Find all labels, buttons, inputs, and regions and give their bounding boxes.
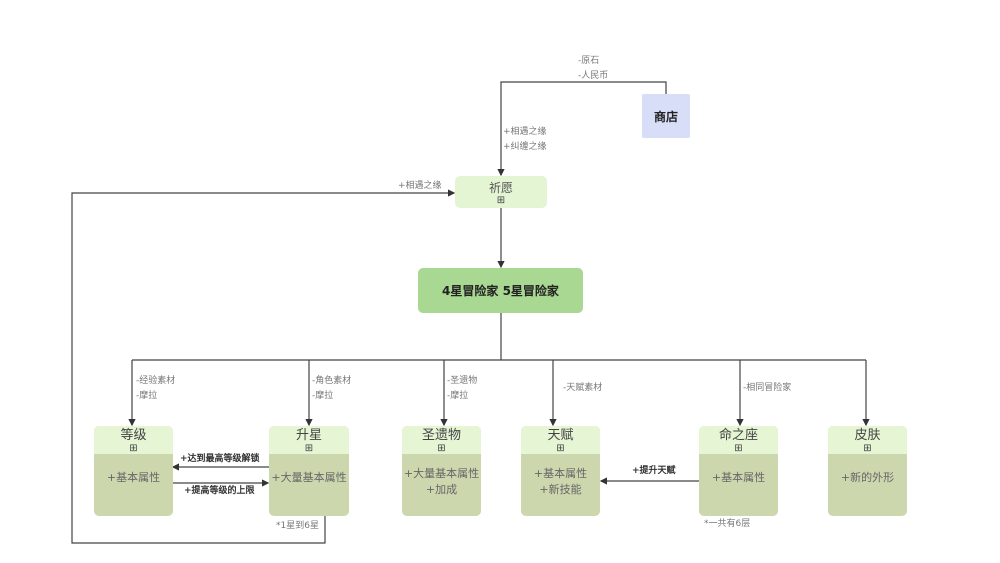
card-artifact[interactable]: 圣遗物⊞ +大量基本属性 +加成 xyxy=(402,426,481,516)
card-skin[interactable]: 皮肤⊞ +新的外形 xyxy=(828,426,907,516)
card-constellation[interactable]: 命之座⊞ +基本属性 xyxy=(699,426,778,516)
card-body-line: +新的外形 xyxy=(840,471,895,484)
expand-icon[interactable]: ⊞ xyxy=(734,443,743,454)
card-body-line: +基本属性 xyxy=(106,471,161,484)
star-edge-label-2: -摩拉 xyxy=(312,391,334,401)
expand-icon[interactable]: ⊞ xyxy=(863,443,872,454)
card-title: 天赋 xyxy=(547,428,574,443)
card-title: 等级 xyxy=(120,428,147,443)
shop-edge-label-1: -原石 xyxy=(578,56,600,66)
shop-edge-label-2: -人民币 xyxy=(578,71,609,81)
card-body-line: +新技能 xyxy=(539,483,582,496)
star-edge-label-1: -角色素材 xyxy=(312,376,352,386)
adventurer-bus xyxy=(132,313,866,361)
card-title: 升星 xyxy=(295,428,322,443)
star-loop-to-wish-edge xyxy=(71,189,456,544)
card-body-line: +基本属性 xyxy=(533,467,588,480)
adventurer-node[interactable]: 4星冒险家 5星冒险家 xyxy=(418,268,583,313)
card-body-line: +加成 xyxy=(425,483,458,496)
card-level[interactable]: 等级⊞ +基本属性 xyxy=(94,426,173,516)
shop-to-wish-edge xyxy=(497,81,667,177)
loop-label: +相遇之缘 xyxy=(398,181,442,191)
level-edge-label-1: -经验素材 xyxy=(136,376,176,386)
card-title: 皮肤 xyxy=(854,428,881,443)
raise-cap-label: +提高等级的上限 xyxy=(184,486,255,496)
constellation-edge-label: -相同冒险家 xyxy=(743,383,792,393)
card-title: 圣遗物 xyxy=(421,428,461,443)
shop-node[interactable]: 商店 xyxy=(642,94,690,138)
card-body-line: +基本属性 xyxy=(711,471,766,484)
wish-in-label-2: +纠缠之缘 xyxy=(503,142,547,152)
wish-in-label-1: +相遇之缘 xyxy=(503,127,547,137)
talent-edge-label: -天赋素材 xyxy=(563,383,603,393)
wish-label: 祈愿 xyxy=(488,180,513,195)
expand-icon[interactable]: ⊞ xyxy=(437,443,446,454)
card-title: 命之座 xyxy=(718,428,758,443)
artifact-edge-label-1: -圣遗物 xyxy=(447,376,478,386)
shop-label: 商店 xyxy=(653,109,678,124)
constellation-note: *一共有6层 xyxy=(704,519,751,529)
artifact-edge-label-2: -摩拉 xyxy=(447,391,469,401)
expand-icon[interactable]: ⊞ xyxy=(304,443,314,454)
expand-icon[interactable]: ⊞ xyxy=(556,443,565,454)
card-talent[interactable]: 天赋⊞ +基本属性 +新技能 xyxy=(521,426,600,516)
adventurer-label: 4星冒险家 5星冒险家 xyxy=(442,284,559,298)
card-ascension[interactable]: 升星⊞ +大量基本属性 xyxy=(269,426,349,516)
level-edge-label-2: -摩拉 xyxy=(136,391,158,401)
talent-up-label: +提升天赋 xyxy=(632,466,676,476)
wish-node[interactable]: 祈愿 ⊞ xyxy=(455,176,547,208)
card-body-line: +大量基本属性 xyxy=(403,467,480,480)
card-body-line: +大量基本属性 xyxy=(271,471,347,484)
ascension-note: *1星到6星 xyxy=(276,521,319,531)
expand-icon[interactable]: ⊞ xyxy=(496,194,506,206)
unlock-label: +达到最高等级解锁 xyxy=(180,454,260,464)
expand-icon[interactable]: ⊞ xyxy=(129,443,138,454)
